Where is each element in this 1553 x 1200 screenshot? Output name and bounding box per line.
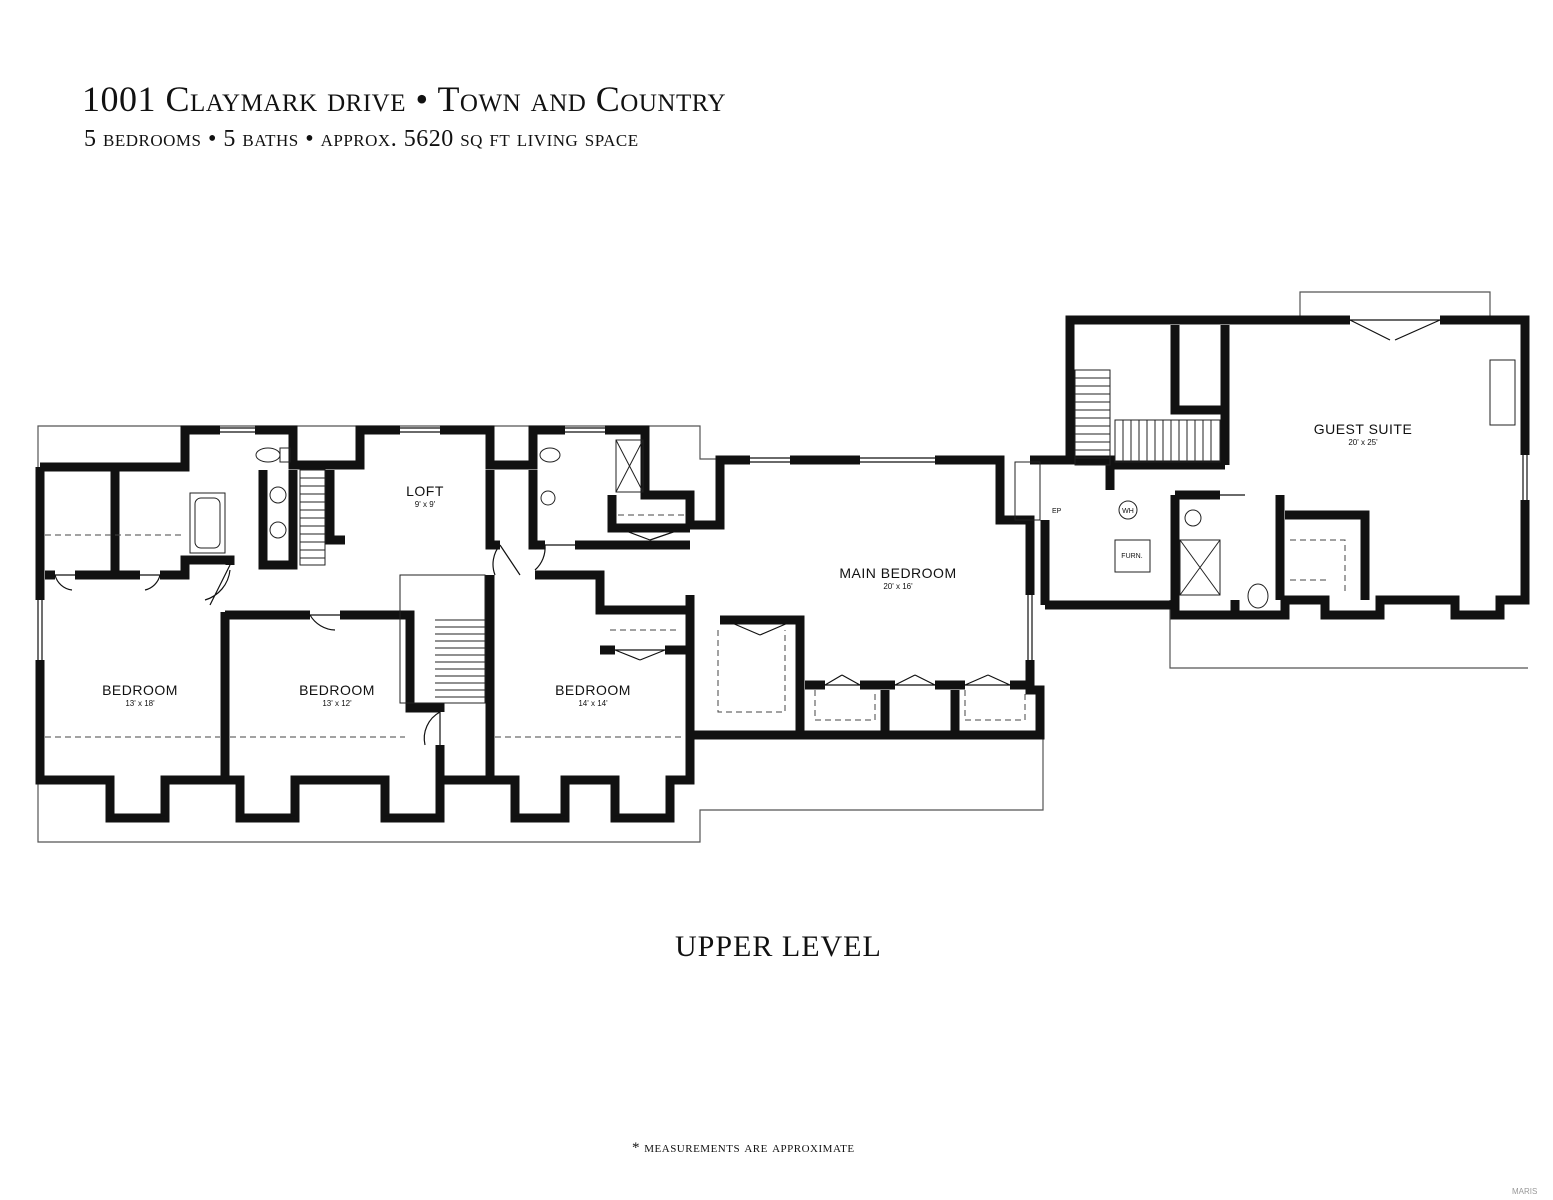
main-bedroom-label: MAIN BEDROOM	[839, 565, 956, 581]
furnace-label: FURN.	[1121, 553, 1142, 560]
loft-dims: 9' x 9'	[415, 500, 436, 509]
main-bedroom-dims: 20' x 16'	[883, 582, 913, 591]
listing-title: 1001 Claymark drive • Town and Country	[82, 79, 727, 119]
walls	[35, 315, 1530, 823]
listing-summary: 5 bedrooms • 5 baths • approx. 5620 sq f…	[84, 126, 639, 152]
loft-label: LOFT	[406, 483, 444, 499]
bedroom-3-dims: 14' x 14'	[578, 699, 608, 708]
stair-treads	[300, 377, 1212, 698]
doors	[54, 319, 1441, 746]
bedroom-1-dims: 13' x 18'	[125, 699, 155, 708]
guest-suite-label: GUEST SUITE	[1314, 421, 1413, 437]
stairs	[299, 369, 1221, 704]
measurement-note: * measurements are approximate	[632, 1140, 855, 1156]
ep-label: EP	[1052, 508, 1062, 515]
guest-suite-dims: 20' x 25'	[1348, 438, 1378, 447]
fixtures	[189, 359, 1516, 609]
bedroom-2-label: BEDROOM	[299, 682, 375, 698]
building-outline	[37, 291, 1528, 843]
level-label: UPPER LEVEL	[675, 930, 882, 963]
water-heater-label: WH	[1122, 508, 1134, 515]
windows	[37, 319, 1528, 817]
bedroom-2-dims: 13' x 12'	[322, 699, 352, 708]
room-labels: LOFT 9' x 9' BEDROOM 13' x 18' BEDROOM 1…	[102, 421, 1412, 708]
bedroom-3-label: BEDROOM	[555, 682, 631, 698]
closet-lines	[45, 514, 1346, 738]
watermark: MARIS	[1512, 1187, 1538, 1196]
bedroom-1-label: BEDROOM	[102, 682, 178, 698]
